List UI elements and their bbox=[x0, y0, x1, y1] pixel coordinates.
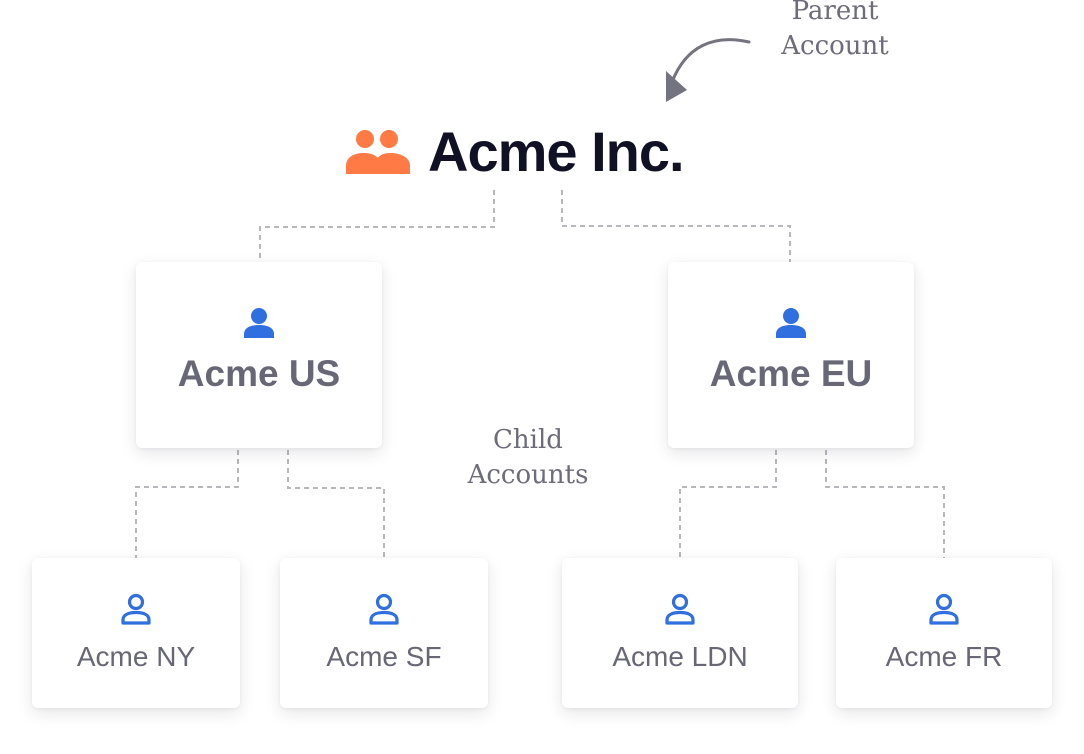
user-outline-icon bbox=[665, 593, 695, 625]
connector-acme-eu-to-acme-ldn bbox=[679, 450, 777, 558]
child-accounts-annotation: Child Accounts bbox=[448, 423, 608, 493]
user-outline-icon bbox=[121, 593, 151, 625]
group-icon bbox=[346, 130, 410, 174]
connector-acme-eu-to-acme-fr bbox=[825, 450, 945, 558]
account-name: Acme EU bbox=[709, 352, 873, 394]
account-card-acme-sf[interactable]: Acme SF bbox=[280, 558, 488, 708]
parent-annotation-line-1: Parent bbox=[791, 0, 879, 26]
account-name: Acme SF bbox=[326, 641, 442, 672]
child-annotation-line-1: Child bbox=[493, 425, 563, 455]
account-name: Acme FR bbox=[885, 641, 1003, 672]
account-card-acme-ldn[interactable]: Acme LDN bbox=[562, 558, 798, 708]
parent-account-annotation: Parent Account bbox=[760, 0, 910, 64]
connector-acme-us-to-acme-ny bbox=[135, 450, 239, 558]
account-card-acme-ny[interactable]: Acme NY bbox=[32, 558, 240, 708]
connector-acme-inc-to-acme-us bbox=[259, 190, 495, 262]
account-card-acme-us[interactable]: Acme US bbox=[136, 262, 382, 448]
user-icon bbox=[244, 307, 274, 338]
account-name: Acme US bbox=[177, 352, 341, 394]
account-name: Acme LDN bbox=[612, 641, 748, 672]
user-outline-icon bbox=[929, 593, 959, 625]
account-name: Acme NY bbox=[76, 641, 196, 672]
connector-acme-us-to-acme-sf bbox=[287, 450, 385, 558]
user-outline-icon bbox=[369, 593, 399, 625]
connector-acme-inc-to-acme-eu bbox=[561, 190, 791, 262]
parent-account-name: Acme Inc. bbox=[428, 120, 685, 183]
parent-account: Acme Inc. bbox=[344, 116, 724, 188]
account-card-acme-eu[interactable]: Acme EU bbox=[668, 262, 914, 448]
parent-annotation-line-2: Account bbox=[781, 31, 889, 61]
child-annotation-line-2: Accounts bbox=[467, 460, 589, 490]
curved-arrow-icon bbox=[666, 38, 751, 102]
user-icon bbox=[776, 307, 806, 338]
account-card-acme-fr[interactable]: Acme FR bbox=[836, 558, 1052, 708]
